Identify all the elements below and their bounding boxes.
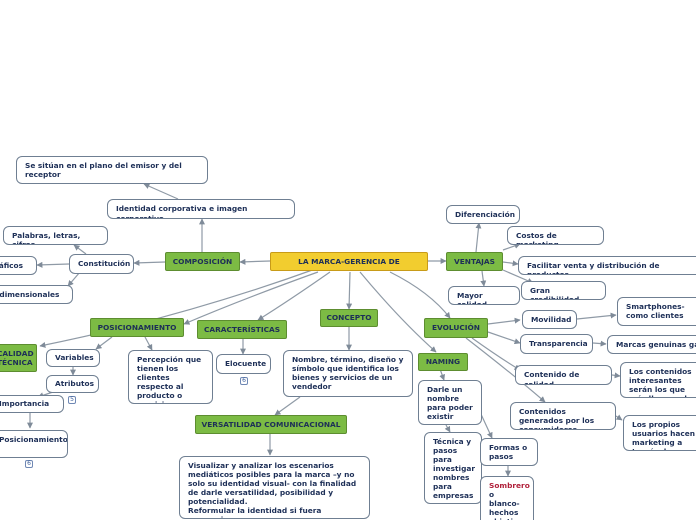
edge-main-calidad bbox=[39, 267, 319, 348]
edge-movilidad-smartphones bbox=[576, 312, 617, 320]
node-marcas-genuinas[interactable]: Marcas genuinas ganan bbox=[607, 335, 696, 354]
edge-main-caracteristicas bbox=[257, 271, 331, 321]
node-posicionamiento-sub[interactable]: Posicionamiento bbox=[0, 430, 68, 458]
edge-constitucion-palabras bbox=[73, 244, 87, 255]
category-composicion[interactable]: COMPOSICIÓN bbox=[165, 252, 240, 271]
edge-composicion-constitucion bbox=[133, 259, 166, 266]
edge-generados-propios bbox=[615, 414, 623, 421]
node-plano-emisor-receptor[interactable]: Se sitúan en el plano del emisor y del r… bbox=[16, 156, 208, 184]
node-diferenciacion[interactable]: Diferenciación bbox=[446, 205, 520, 224]
node-tridimensionales[interactable]: Tridimensionales bbox=[0, 285, 73, 304]
node-tecnica-pasos[interactable]: Técnica y pasos para investigar nombres … bbox=[424, 432, 482, 504]
main-topic[interactable]: LA MARCA-GERENCIA DE MERCADOS bbox=[270, 252, 428, 271]
edge-evolucion-generados bbox=[465, 337, 546, 403]
category-versatilidad-comunicacional[interactable]: VERSATILIDAD COMUNICACIONAL bbox=[195, 415, 347, 434]
category-naming[interactable]: NAMING bbox=[418, 353, 468, 371]
edge-ventajas-credibilidad bbox=[502, 269, 534, 284]
node-gran-credibilidad[interactable]: Gran credibilidad bbox=[521, 281, 606, 300]
node-contenidos-generados[interactable]: Contenidos generados por los consumidore… bbox=[510, 402, 616, 430]
node-nombre-termino[interactable]: Nombre, término, diseño y símbolo que id… bbox=[283, 350, 413, 397]
node-elocuente[interactable]: Elocuente bbox=[216, 354, 271, 374]
edge-ventajas-diferenciacion bbox=[475, 222, 482, 253]
edge-constitucion-graficos bbox=[36, 261, 70, 268]
category-caracteristicas[interactable]: CARACTERÍSTICAS bbox=[197, 320, 287, 339]
node-costos-marketing[interactable]: Costos de marketing bbox=[507, 226, 604, 245]
category-posicionamiento[interactable]: POSICIONAMIENTO bbox=[90, 318, 184, 337]
node-atributos[interactable]: Atributos bbox=[46, 375, 99, 393]
edge-main-composicion bbox=[239, 258, 271, 265]
attachment-count-posicionamiento[interactable]: 6 bbox=[25, 460, 33, 468]
text-visualizar: Visualizar y analizar los escenarios med… bbox=[188, 461, 357, 507]
edge-ventajas-mayor bbox=[480, 270, 487, 287]
edge-ventajas-facilitar bbox=[502, 260, 519, 267]
node-transparencia[interactable]: Transparencia bbox=[520, 334, 593, 354]
edge-constitucion-tridimensionales bbox=[67, 271, 81, 287]
node-contenido-calidad[interactable]: Contenido de calidad bbox=[515, 365, 612, 385]
text-reformular: Reformular la identidad si fuera necesar… bbox=[188, 506, 322, 518]
category-calidad-tecnica[interactable]: CALIDAD TÉCNICA bbox=[0, 344, 37, 372]
edge-darle-formas bbox=[479, 411, 493, 439]
node-propios-usuarios[interactable]: Los propios usuarios hacen marketing a t… bbox=[623, 415, 696, 451]
edge-main-naming bbox=[359, 271, 437, 353]
node-constitucion[interactable]: Constitución bbox=[69, 254, 134, 274]
edge-darle-tecnica bbox=[444, 424, 451, 433]
text-sombrero: Sombrero bbox=[489, 481, 530, 490]
node-movilidad[interactable]: Movilidad bbox=[522, 310, 577, 329]
edge-main-evolucion bbox=[389, 271, 451, 319]
edge-contenido-interesantes bbox=[611, 372, 621, 379]
edge-main-concepto bbox=[346, 271, 353, 310]
node-percepcion-clientes[interactable]: Percepción que tienen los clientes respe… bbox=[128, 350, 213, 404]
node-darle-nombre[interactable]: Darle un nombre para poder existir bbox=[418, 380, 482, 425]
node-importancia[interactable]: Importancia bbox=[0, 395, 64, 413]
node-palabras-letras-cifras[interactable]: Palabras, letras, cifras bbox=[3, 226, 108, 245]
category-evolucion[interactable]: EVOLUCIÓN bbox=[424, 318, 488, 338]
text-sombrero-rest: o blanco-hechos objetivo bbox=[489, 490, 523, 520]
edge-evolucion-movilidad bbox=[487, 317, 521, 325]
node-sombrero-blanco[interactable]: Sombrero o blanco-hechos objetivo bbox=[480, 476, 534, 520]
node-contenidos-interesantes[interactable]: Los contenidos interesantes serán los qu… bbox=[620, 362, 696, 398]
edge-main-posicionamiento bbox=[183, 271, 319, 325]
node-variables[interactable]: Variables bbox=[46, 349, 100, 367]
attachment-count-atributos[interactable]: 5 bbox=[68, 396, 76, 404]
attachment-count-elocuente[interactable]: 6 bbox=[240, 377, 248, 385]
edge-evolucion-transparencia bbox=[487, 331, 521, 345]
edge-transparencia-marcas bbox=[592, 340, 607, 347]
edge-evolucion-contenido bbox=[471, 337, 521, 371]
node-smartphones[interactable]: Smartphones-como clientes bbox=[617, 297, 696, 326]
edge-ventajas-costos bbox=[502, 242, 521, 251]
edge-posic-percepcion bbox=[144, 336, 153, 351]
node-visualizar-escenarios[interactable]: Visualizar y analizar los escenarios med… bbox=[179, 456, 370, 519]
node-graficos[interactable]: Gráficos bbox=[0, 256, 37, 275]
edge-nombre-versatilidad bbox=[274, 396, 301, 416]
node-identidad-corporativa[interactable]: Identidad corporativa e imagen corporati… bbox=[107, 199, 295, 219]
edge-posic-variables bbox=[95, 336, 113, 350]
category-ventajas[interactable]: VENTAJAS bbox=[446, 252, 503, 271]
edge-identidad-plano bbox=[143, 183, 179, 200]
node-formas-pasos[interactable]: Formas o pasos bbox=[480, 438, 538, 466]
category-concepto[interactable]: CONCEPTO bbox=[320, 309, 378, 327]
node-facilitar-venta[interactable]: Facilitar venta y distribución de produc… bbox=[518, 256, 696, 275]
node-mayor-calidad[interactable]: Mayor calidad bbox=[448, 286, 520, 305]
